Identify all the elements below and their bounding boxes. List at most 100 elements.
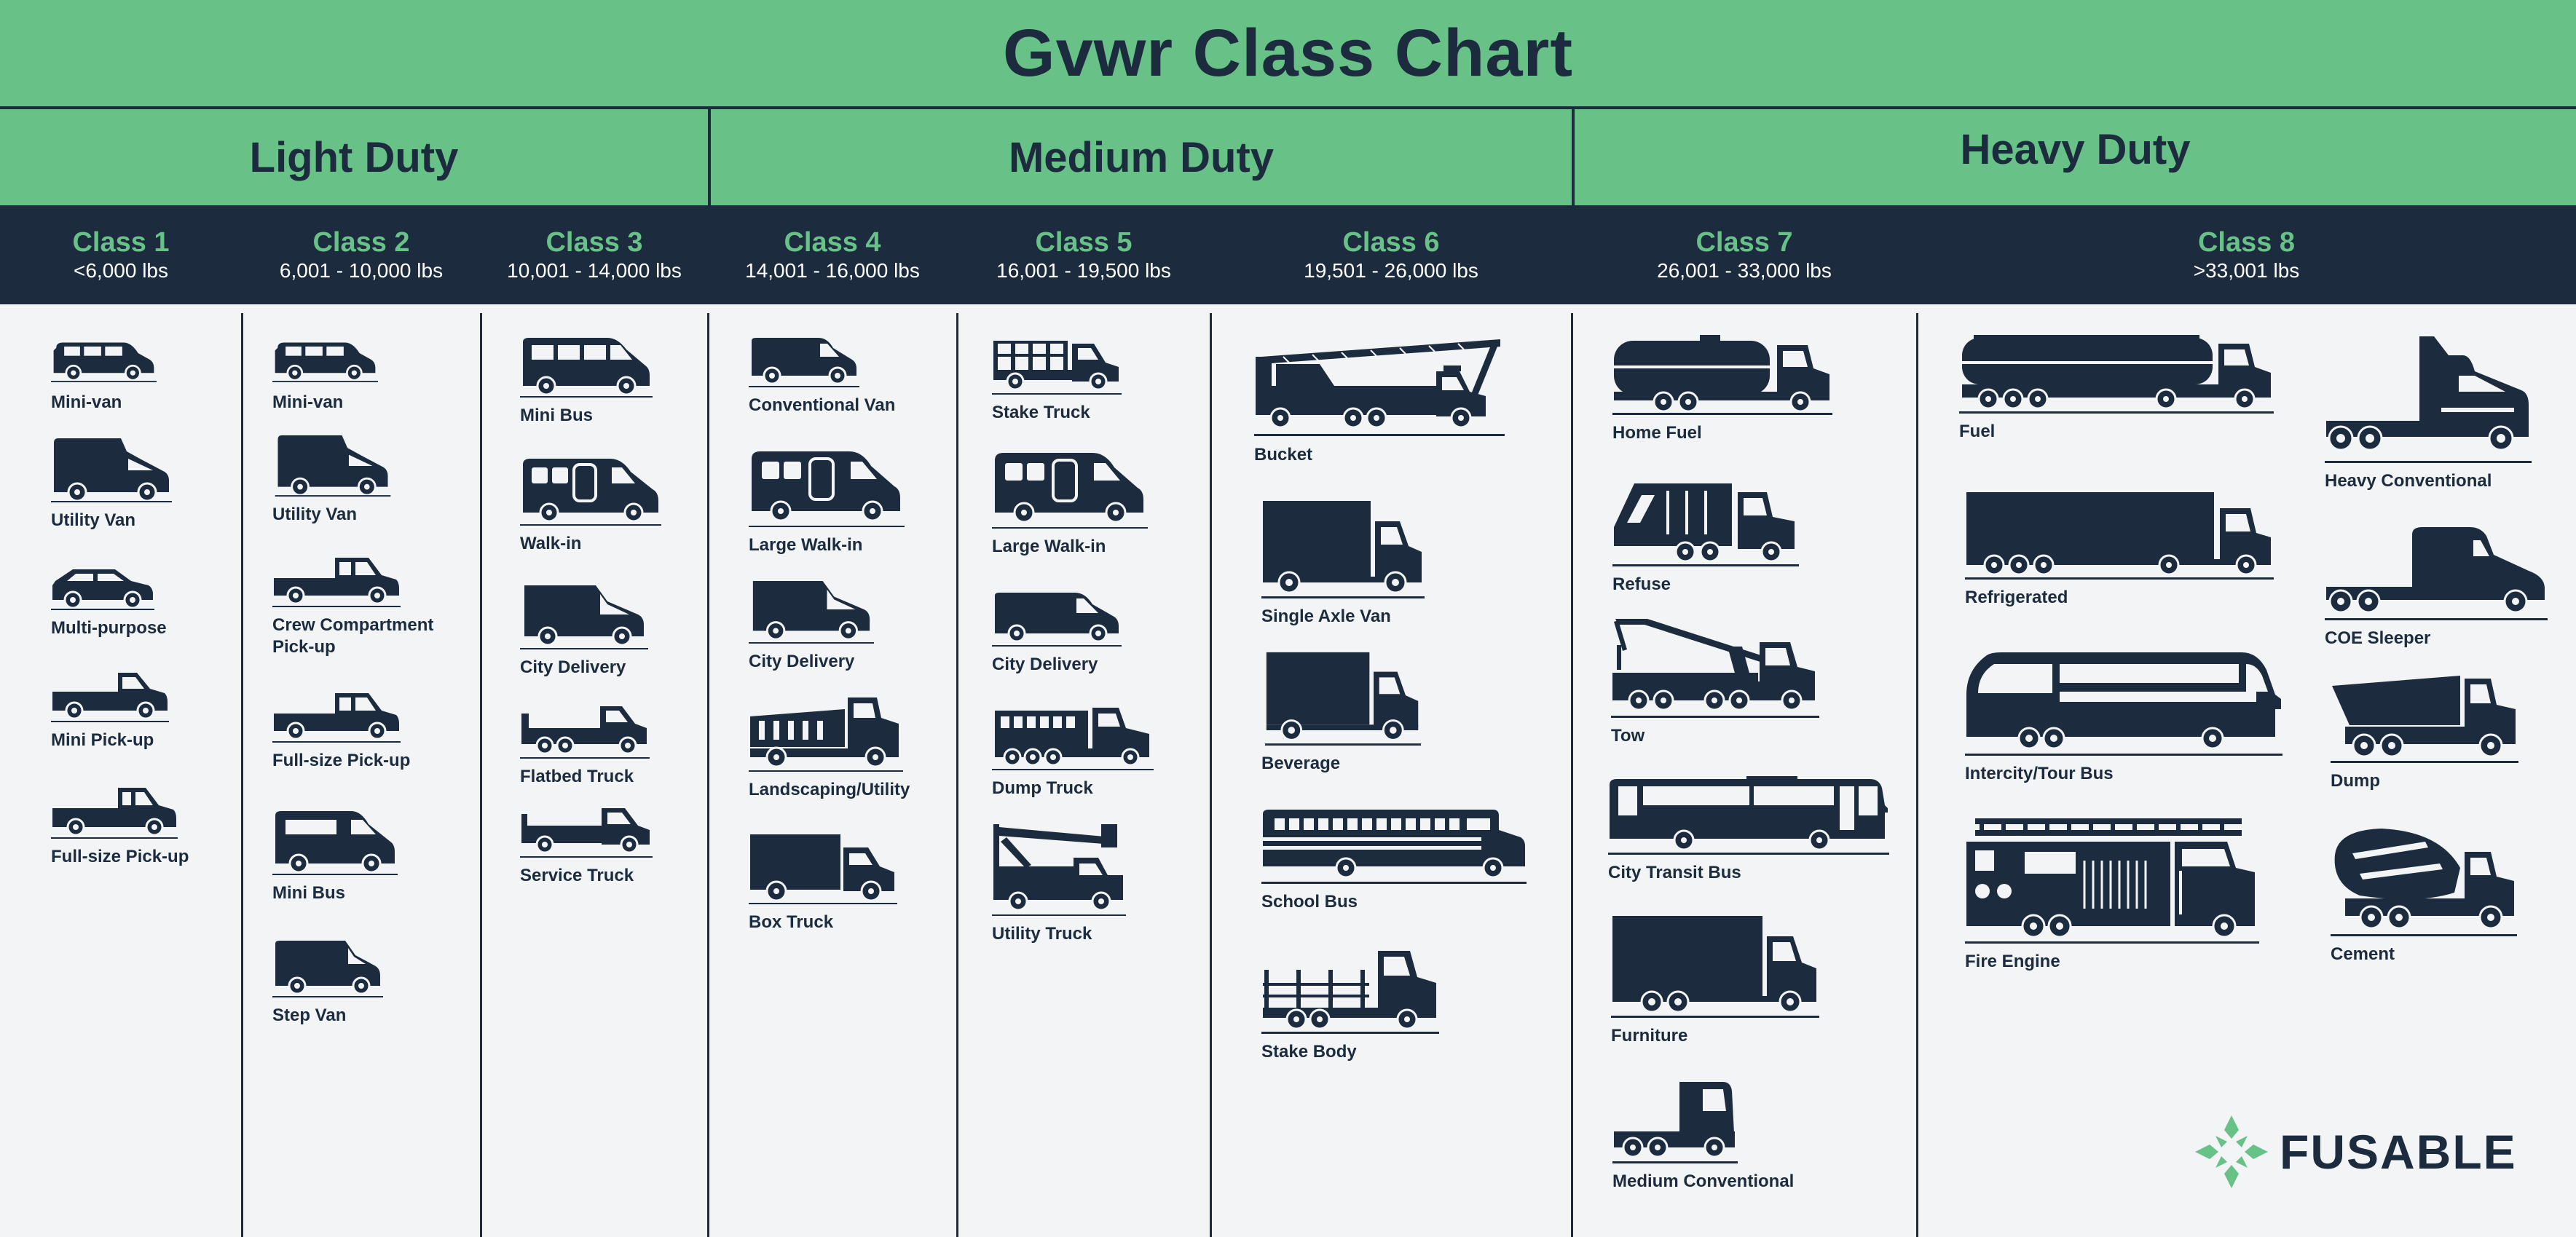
vehicle-item: Crew Compartment Pick-up xyxy=(272,555,433,658)
vehicle-label: Utility Van xyxy=(272,505,358,524)
vehicle-label: Multi-purpose xyxy=(51,618,167,638)
vehicle-label: Fuel xyxy=(1959,422,1996,441)
vehicle-label: Service Truck xyxy=(520,866,634,885)
dump-truck-icon xyxy=(749,697,903,772)
vehicle-item: Stake Body xyxy=(1261,948,1439,1063)
vehicle-item: Stake Truck xyxy=(992,336,1122,424)
class-name: Class 4 xyxy=(784,227,881,258)
fuel-tanker-icon xyxy=(1959,335,2274,414)
vehicle-item: Step Van xyxy=(272,939,383,1027)
vehicle-label: Home Fuel xyxy=(1612,423,1702,443)
vehicle-item: COE Sleeper xyxy=(2325,526,2548,649)
class-name: Class 8 xyxy=(2197,227,2296,258)
furniture-truck-icon xyxy=(1611,916,1819,1018)
vehicle-label: Mini Bus xyxy=(520,406,593,425)
vehicle-label: Tow xyxy=(1611,726,1645,746)
vehicle-item: Beverage xyxy=(1261,651,1425,775)
vehicle-label: Mini Bus xyxy=(272,883,345,903)
vehicle-label: Large Walk-in xyxy=(749,535,863,555)
vehicle-item: Multi-purpose xyxy=(51,565,167,639)
duty-header-row: Light Duty Medium Duty Heavy Duty xyxy=(0,109,2576,205)
class-name: Class 2 xyxy=(312,227,410,258)
vehicle-item: Heavy Conventional xyxy=(2325,335,2532,492)
utility-van-icon xyxy=(275,435,391,497)
refrigerated-truck-icon xyxy=(1965,492,2274,580)
class-weight: 10,001 - 14,000 lbs xyxy=(507,259,682,282)
class-8-header: Class 8>33,001 lbs xyxy=(1917,205,2576,304)
mini-bus-icon xyxy=(520,338,653,398)
vehicle-label: Step Van xyxy=(272,1005,347,1025)
column-divider xyxy=(1571,313,1573,1237)
vehicle-item: Mini Bus xyxy=(520,336,653,427)
vehicle-item: Full-size Pick-up xyxy=(51,785,189,868)
dump-truck-icon xyxy=(2331,676,2518,763)
utility-van-icon xyxy=(51,438,172,502)
vehicle-label: Full-size Pick-up xyxy=(272,751,411,770)
vehicle-item: Mini Bus xyxy=(272,810,398,904)
vehicle-label: Conventional Van xyxy=(749,395,896,415)
vehicle-label: Utility Truck xyxy=(992,924,1092,944)
box-truck-icon xyxy=(749,834,897,904)
vehicle-item: Utility Van xyxy=(272,434,393,526)
vehicle-item: Medium Conventional xyxy=(1612,1080,1794,1193)
vehicle-label: Heavy Conventional xyxy=(2325,471,2492,491)
vehicle-label: Refuse xyxy=(1612,574,1671,594)
vehicle-item: Dump xyxy=(2331,674,2518,792)
dump-truck-icon xyxy=(992,708,1154,770)
coe-sleeper-tractor-icon xyxy=(2325,527,2548,620)
vehicle-label: Refrigerated xyxy=(1965,588,2068,607)
vehicle-item: Tow xyxy=(1611,613,1819,747)
cement-mixer-truck-icon xyxy=(2331,829,2517,936)
utility-bucket-truck-icon xyxy=(992,824,1126,916)
vehicle-label: Landscaping/Utility xyxy=(749,780,910,799)
school-bus-icon xyxy=(1261,810,1527,884)
vehicle-item: City Transit Bus xyxy=(1608,775,1889,884)
class-weight: 26,001 - 33,000 lbs xyxy=(1657,259,1832,282)
class-weight: 16,001 - 19,500 lbs xyxy=(996,259,1171,282)
refuse-truck-icon xyxy=(1612,483,1799,566)
column-divider xyxy=(707,313,709,1237)
vehicle-label: Box Truck xyxy=(749,912,834,932)
fuel-tanker-icon xyxy=(1612,335,1832,415)
city-delivery-truck-icon xyxy=(520,585,648,649)
vehicle-label: Medium Conventional xyxy=(1612,1171,1795,1191)
pickup-truck-icon xyxy=(51,788,178,839)
vehicle-label: City Delivery xyxy=(749,652,855,671)
title-bar: Gvwr Class Chart xyxy=(0,0,2576,109)
class-name: Class 7 xyxy=(1695,227,1793,258)
vehicle-label: Utility Van xyxy=(51,510,136,530)
vehicle-label: Mini-van xyxy=(51,392,122,412)
column-divider xyxy=(480,313,482,1237)
vehicle-item: Full-size Pick-up xyxy=(272,690,410,772)
bucket-crane-truck-icon xyxy=(1254,339,1505,436)
city-transit-bus-icon xyxy=(1608,776,1889,855)
vehicle-label: Mini Pick-up xyxy=(51,730,154,750)
column-divider xyxy=(1210,313,1212,1237)
stake-body-truck-icon xyxy=(1261,951,1439,1034)
vehicle-item: Landscaping/Utility xyxy=(749,696,910,801)
medium-conventional-tractor-icon xyxy=(1612,1082,1738,1163)
vehicle-label: Flatbed Truck xyxy=(520,767,634,786)
vehicle-item: Refrigerated xyxy=(1965,491,2274,609)
city-delivery-truck-icon xyxy=(749,580,874,644)
class-weight: 6,001 - 10,000 lbs xyxy=(279,259,444,282)
vehicle-label: Cement xyxy=(2331,944,2395,964)
mini-bus-icon xyxy=(272,811,398,875)
vehicle-item: Large Walk-in xyxy=(749,450,905,556)
vehicle-label: Bucket xyxy=(1254,445,1313,465)
vehicle-label: Stake Truck xyxy=(992,403,1090,422)
suv-icon xyxy=(51,569,154,610)
vehicle-item: Box Truck xyxy=(749,833,897,933)
beverage-truck-icon xyxy=(1264,652,1422,746)
duty-medium: Medium Duty xyxy=(708,109,1572,205)
heavy-conventional-tractor-icon xyxy=(2325,336,2532,463)
large-walk-in-icon xyxy=(992,453,1148,529)
class-weight: 19,501 - 26,000 lbs xyxy=(1304,259,1478,282)
pickup-truck-icon xyxy=(51,673,169,722)
class-weight: 14,001 - 16,000 lbs xyxy=(745,259,920,282)
vehicle-label: Mini-van xyxy=(272,392,344,412)
vehicle-label: Intercity/Tour Bus xyxy=(1965,764,2114,783)
conventional-van-icon xyxy=(749,338,859,387)
